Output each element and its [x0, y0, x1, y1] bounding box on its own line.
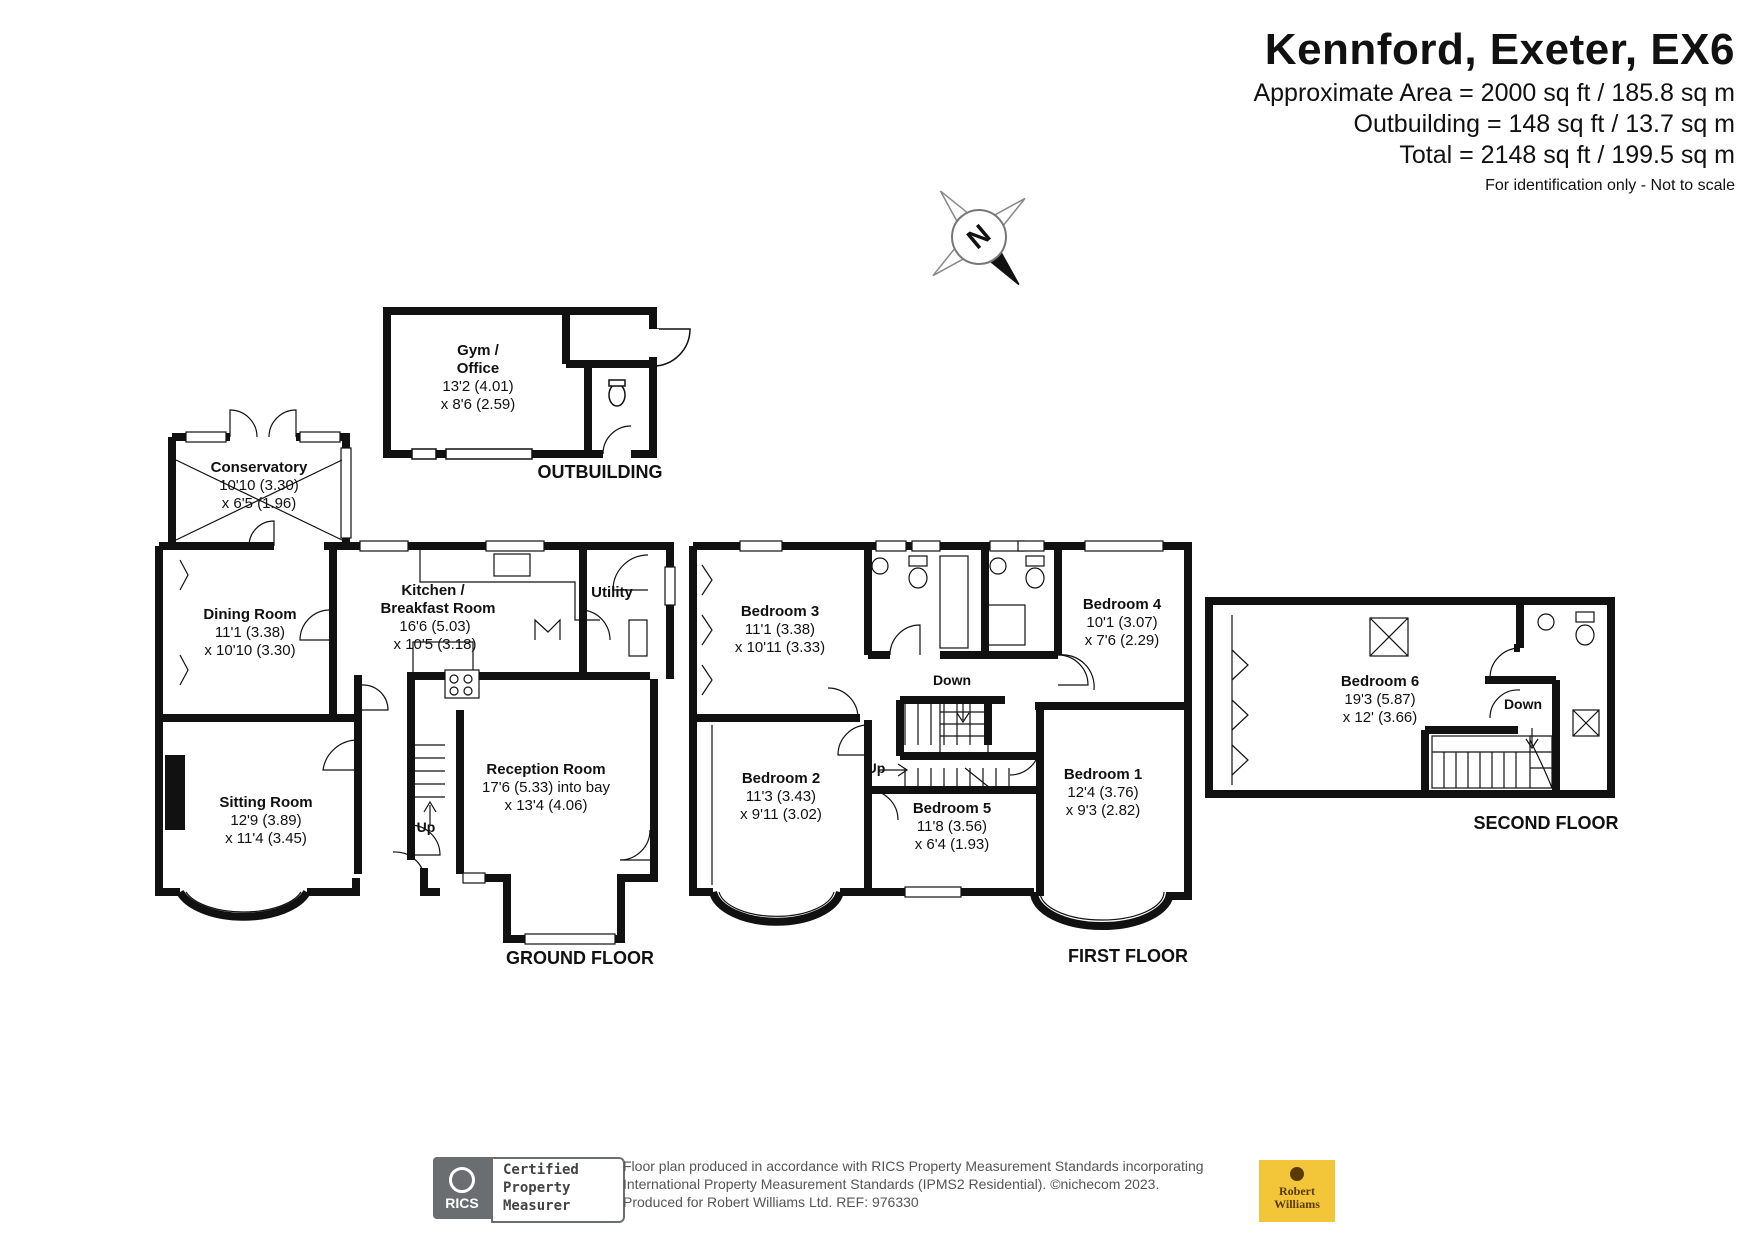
svg-text:Bedroom 4: Bedroom 4 [1083, 596, 1162, 613]
footer-disclaimer: Floor plan produced in accordance with R… [623, 1157, 1263, 1211]
svg-text:11'1 (3.38): 11'1 (3.38) [745, 621, 815, 638]
svg-text:19'3 (5.87): 19'3 (5.87) [1344, 691, 1415, 708]
svg-text:Bedroom 5: Bedroom 5 [913, 800, 991, 817]
brand-line-2: Williams [1274, 1197, 1320, 1211]
room-bedroom6: Bedroom 6 19'3 (5.87) x 12' (3.66) [1341, 673, 1419, 726]
svg-text:Office: Office [457, 360, 500, 377]
svg-text:Bedroom 3: Bedroom 3 [741, 603, 819, 620]
first-stairs [878, 699, 1010, 789]
svg-text:Reception Room: Reception Room [486, 761, 605, 778]
first-windows [739, 540, 1164, 898]
svg-text:Kitchen /: Kitchen / [401, 582, 465, 599]
svg-text:x 11'4 (3.45): x 11'4 (3.45) [225, 830, 307, 847]
total-area: Total = 2148 sq ft / 199.5 sq m [1399, 141, 1735, 169]
first-stairs-down-label: Down [933, 672, 971, 688]
second-stairs-down-label: Down [1504, 696, 1542, 712]
approx-area: Approximate Area = 2000 sq ft / 185.8 sq… [1253, 79, 1735, 107]
svg-text:x 7'6 (2.29): x 7'6 (2.29) [1085, 632, 1160, 649]
robert-williams-logo: Robert Williams [1259, 1160, 1335, 1222]
room-bedroom5: Bedroom 5 11'8 (3.56) x 6'4 (1.93) [913, 800, 991, 853]
svg-text:Sitting Room: Sitting Room [219, 794, 312, 811]
room-bedroom2: Bedroom 2 11'3 (3.43) x 9'11 (3.02) [740, 770, 822, 823]
room-bedroom4: Bedroom 4 10'1 (3.07) x 7'6 (2.29) [1083, 596, 1162, 649]
svg-text:13'2 (4.01): 13'2 (4.01) [442, 378, 513, 395]
floor-label-first: FIRST FLOOR [1068, 946, 1188, 966]
svg-text:10'10 (3.30): 10'10 (3.30) [219, 477, 299, 494]
svg-text:x 9'3 (2.82): x 9'3 (2.82) [1066, 802, 1141, 819]
svg-text:11'1 (3.38): 11'1 (3.38) [215, 624, 285, 641]
ground-stairs-up-label: Up [417, 819, 436, 835]
brand-line-1: Robert [1279, 1184, 1315, 1198]
second-floor-walls [1205, 597, 1615, 798]
svg-text:x 13'4 (4.06): x 13'4 (4.06) [505, 797, 588, 814]
svg-text:10'1 (3.07): 10'1 (3.07) [1086, 614, 1157, 631]
ground-stairs [410, 744, 445, 825]
scale-note: For identification only - Not to scale [1485, 177, 1735, 194]
header: Kennford, Exeter, EX6 Approximate Area =… [1253, 22, 1735, 199]
room-utility: Utility [591, 584, 633, 601]
footer-line-2: International Property Measurement Stand… [623, 1176, 1160, 1192]
rics-label: RICS [445, 1195, 479, 1211]
svg-text:x 9'11 (3.02): x 9'11 (3.02) [740, 806, 822, 823]
svg-text:11'8 (3.56): 11'8 (3.56) [917, 818, 987, 835]
room-dining: Dining Room 11'1 (3.38) x 10'10 (3.30) [203, 606, 296, 659]
floor-label-second: SECOND FLOOR [1473, 813, 1618, 833]
svg-text:12'9 (3.89): 12'9 (3.89) [230, 812, 301, 829]
cert-line-2: Property [503, 1180, 571, 1196]
first-bathroom-fixtures [871, 555, 1045, 649]
svg-text:Bedroom 2: Bedroom 2 [742, 770, 820, 787]
room-sitting: Sitting Room 12'9 (3.89) x 11'4 (3.45) [219, 794, 312, 847]
svg-text:11'3 (3.43): 11'3 (3.43) [746, 788, 816, 805]
svg-text:Conservatory: Conservatory [211, 459, 308, 476]
svg-text:x 10'5 (3.18): x 10'5 (3.18) [394, 636, 477, 653]
cert-line-3: Measurer [503, 1198, 571, 1214]
first-doors [701, 564, 1095, 885]
second-floor-details [1231, 611, 1600, 789]
svg-text:16'6 (5.03): 16'6 (5.03) [399, 618, 470, 635]
svg-text:x 12' (3.66): x 12' (3.66) [1343, 709, 1418, 726]
svg-text:12'4 (3.76): 12'4 (3.76) [1067, 784, 1138, 801]
rics-logo: RICS [433, 1157, 491, 1219]
svg-text:Bedroom 6: Bedroom 6 [1341, 673, 1419, 690]
room-bedroom1: Bedroom 1 12'4 (3.76) x 9'3 (2.82) [1064, 766, 1142, 819]
svg-text:x 8'6 (2.59): x 8'6 (2.59) [441, 396, 516, 413]
ground-doors [179, 554, 651, 875]
svg-text:Gym /: Gym / [457, 342, 500, 359]
footer-line-1: Floor plan produced in accordance with R… [623, 1158, 1204, 1174]
svg-text:x 6'5 (1.96): x 6'5 (1.96) [222, 495, 297, 512]
ground-floor-walls [155, 433, 674, 943]
svg-text:Breakfast Room: Breakfast Room [380, 600, 495, 617]
floor-label-outbuilding: OUTBUILDING [538, 462, 663, 482]
conservatory-details [175, 409, 343, 547]
outbuilding-area: Outbuilding = 148 sq ft / 13.7 sq m [1353, 110, 1735, 138]
room-conservatory: Conservatory 10'10 (3.30) x 6'5 (1.96) [211, 459, 308, 512]
cert-line-1: Certified [503, 1162, 579, 1178]
footer-line-3: Produced for Robert Williams Ltd. REF: 9… [623, 1194, 919, 1210]
svg-text:Dining Room: Dining Room [203, 606, 296, 623]
svg-text:x 10'10 (3.30): x 10'10 (3.30) [204, 642, 295, 659]
chimney-breast [165, 755, 185, 830]
svg-text:Bedroom 1: Bedroom 1 [1064, 766, 1142, 783]
ground-bay-windows [176, 889, 311, 921]
svg-text:17'6 (5.33) into bay: 17'6 (5.33) into bay [482, 779, 610, 796]
ground-windows [185, 431, 676, 945]
svg-text:x 6'4 (1.93): x 6'4 (1.93) [915, 836, 990, 853]
room-bedroom3: Bedroom 3 11'1 (3.38) x 10'11 (3.33) [735, 603, 825, 656]
rics-crest-icon [449, 1167, 475, 1193]
kitchen-units [412, 550, 648, 699]
floor-label-ground: GROUND FLOOR [506, 948, 654, 968]
room-reception: Reception Room 17'6 (5.33) into bay x 13… [482, 761, 610, 814]
first-stairs-up-label: Up [867, 760, 886, 776]
robert-williams-crest-icon [1290, 1167, 1304, 1181]
room-gym-office: Gym / Office 13'2 (4.01) x 8'6 (2.59) [441, 342, 516, 413]
property-title: Kennford, Exeter, EX6 [1264, 25, 1735, 74]
compass-icon [932, 190, 1026, 286]
room-kitchen: Kitchen / Breakfast Room 16'6 (5.03) x 1… [380, 582, 495, 653]
svg-text:x 10'11 (3.33): x 10'11 (3.33) [735, 639, 825, 656]
certified-property-measurer-badge: Certified Property Measurer [491, 1157, 625, 1223]
first-bay-windows [709, 890, 1174, 930]
